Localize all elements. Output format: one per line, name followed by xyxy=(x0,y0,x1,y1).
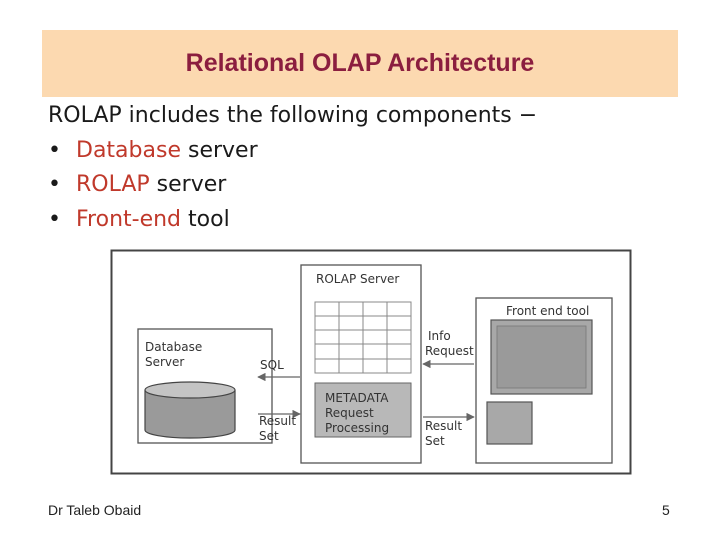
metadata-label-3: Processing xyxy=(325,421,389,435)
footer-author: Dr Taleb Obaid xyxy=(48,502,142,518)
result-set-left-label-1: Result xyxy=(259,414,296,428)
bullet-rest: server xyxy=(149,172,227,197)
bullet-symbol: • xyxy=(48,206,61,232)
intro-line: ROLAP includes the following components … xyxy=(48,103,538,128)
info-request-label-2: Request xyxy=(425,344,474,358)
bullet-symbol: • xyxy=(48,137,61,163)
bullet-item-front-end: • Front-end tool xyxy=(48,203,688,238)
metadata-box xyxy=(314,382,412,438)
title-band: Relational OLAP Architecture xyxy=(42,30,678,97)
sql-label: SQL xyxy=(260,358,284,372)
slide-title: Relational OLAP Architecture xyxy=(185,49,535,77)
bullet-item-rolap: • ROLAP server xyxy=(48,168,688,203)
bullet-list: ROLAP includes the following components … xyxy=(48,99,688,237)
client-device-icon xyxy=(486,401,533,445)
rolap-architecture-diagram: Database Server SQL Result Set ROLAP Ser… xyxy=(110,249,632,475)
database-cylinder-icon xyxy=(144,381,236,439)
monitor-icon xyxy=(490,319,593,395)
front-end-tool-label: Front end tool xyxy=(506,304,589,318)
rolap-grid xyxy=(314,301,412,374)
rolap-server-label: ROLAP Server xyxy=(316,272,399,286)
database-server-label-1: Database xyxy=(145,340,202,354)
metadata-label-1: METADATA xyxy=(325,391,389,405)
info-request-label-1: Info xyxy=(428,329,451,343)
result-set-right-label-2: Set xyxy=(425,434,445,448)
metadata-label-2: Request xyxy=(325,406,374,420)
bullet-highlight: Database xyxy=(76,137,181,163)
page-number: 5 xyxy=(662,502,670,518)
database-server-label-2: Server xyxy=(145,355,184,369)
bullet-highlight: ROLAP xyxy=(76,172,150,197)
result-set-left-label-2: Set xyxy=(259,429,279,443)
bullet-rest: server xyxy=(180,137,258,163)
result-set-right-label-1: Result xyxy=(425,419,462,433)
bullet-rest: tool xyxy=(181,206,230,232)
bullet-symbol: • xyxy=(48,172,61,197)
bullet-highlight: Front-end xyxy=(76,206,182,232)
bullet-item-database: • Database server xyxy=(48,134,688,169)
